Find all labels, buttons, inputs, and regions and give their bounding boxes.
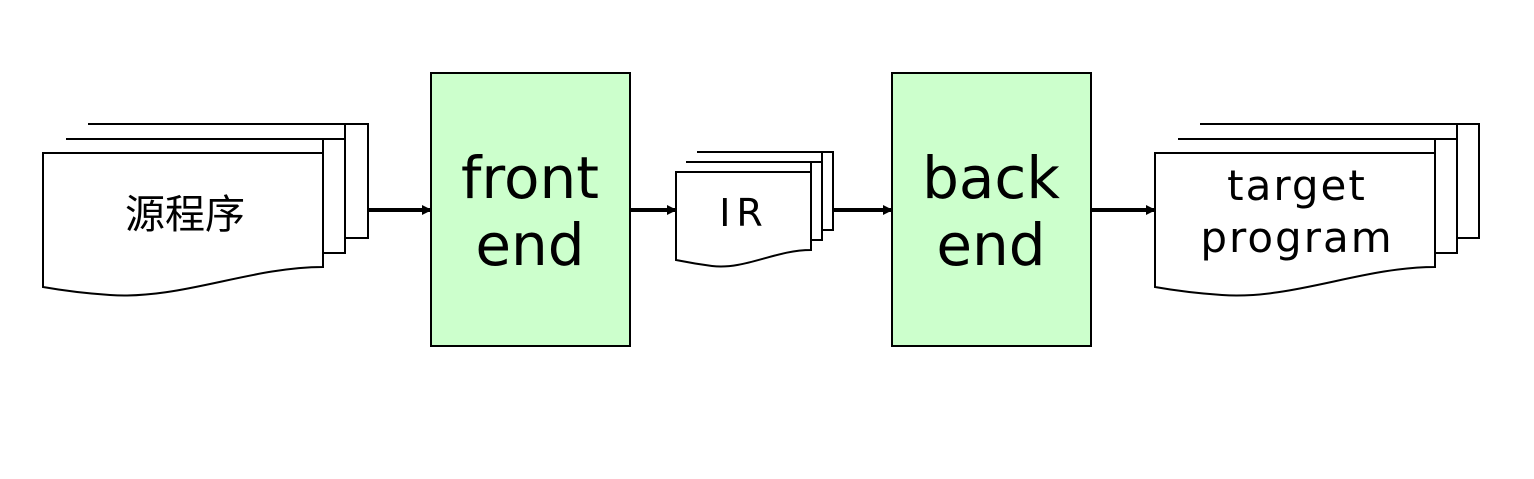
ir-page-back	[697, 151, 834, 231]
target-document-stack: target program	[1154, 123, 1480, 297]
source-document-stack: 源程序	[42, 123, 369, 297]
source-page-back	[88, 123, 369, 239]
ir-label: IR	[719, 191, 769, 235]
back-end-label-line2: end	[936, 211, 1045, 279]
target-page-back	[1200, 123, 1480, 239]
source-label: 源程序	[125, 192, 245, 238]
back-end-label-line1: back	[922, 144, 1060, 212]
target-label-line2: program	[1200, 213, 1393, 262]
front-end-stage: front end	[430, 72, 631, 347]
source-page-front	[42, 152, 324, 297]
ir-page-front	[675, 171, 812, 268]
back-end-stage: back end	[891, 72, 1092, 347]
target-label-line1: target	[1227, 161, 1367, 210]
target-page-front	[1154, 152, 1436, 297]
front-end-label-line1: front	[461, 144, 599, 212]
target-page-middle	[1178, 138, 1458, 254]
source-page-middle	[66, 138, 346, 254]
ir-page-middle	[686, 161, 823, 241]
ir-document-stack: IR	[675, 151, 834, 268]
back-end-box	[891, 72, 1092, 347]
front-end-box	[430, 72, 631, 347]
front-end-label-line2: end	[475, 211, 584, 279]
